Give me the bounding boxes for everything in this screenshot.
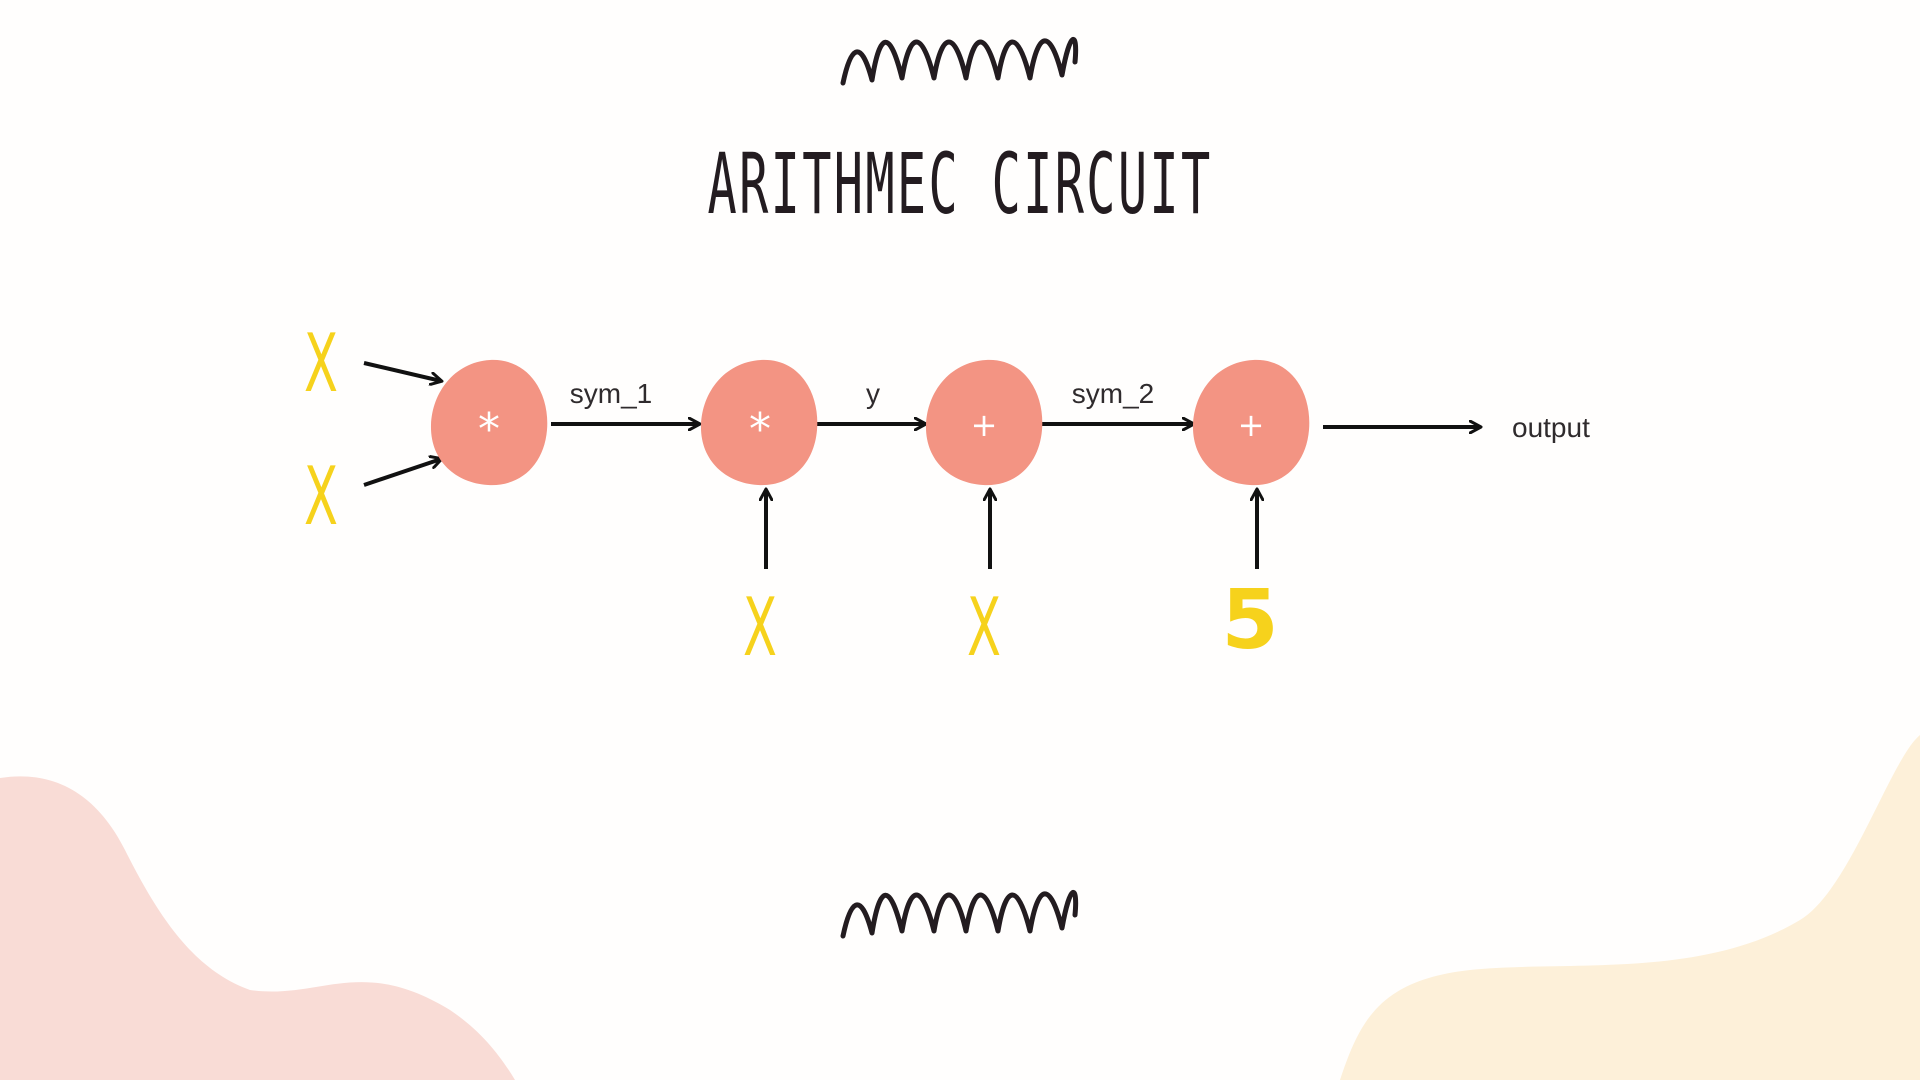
gate-4-shape <box>1192 359 1310 486</box>
input-x-3: X <box>743 581 777 674</box>
edge-label-sym-1: sym_1 <box>570 378 652 409</box>
top-squiggle-decoration <box>840 37 1079 86</box>
bottom-squiggle-decoration <box>840 890 1079 939</box>
output-label: output <box>1512 412 1590 443</box>
gate-1-shape <box>430 359 548 486</box>
page-title: ARITHMEC CIRCUIT <box>708 135 1213 233</box>
gate-2-shape <box>700 359 818 486</box>
gate-3-shape <box>925 359 1043 486</box>
input-x-1: X <box>304 317 338 410</box>
cream-blob-decoration <box>1340 735 1920 1080</box>
input-five: 5 <box>1221 573 1278 668</box>
edge-label-sym-2: sym_2 <box>1072 378 1154 409</box>
input-arrow-2 <box>363 459 441 487</box>
gate-4-op: + <box>1238 406 1265 444</box>
edge-label-y: y <box>866 378 880 409</box>
gate-2-op: * <box>749 404 771 455</box>
gate-4: + <box>1192 359 1310 486</box>
gate-3-op: + <box>971 406 998 444</box>
input-x-2: X <box>304 450 338 543</box>
gate-2: * <box>700 359 818 486</box>
gate-1: * <box>430 359 548 486</box>
gate-3: + <box>925 359 1043 486</box>
pink-blob-decoration <box>0 776 515 1080</box>
input-x-4: X <box>967 581 1001 674</box>
gate-1-op: * <box>478 404 500 455</box>
input-arrow-1 <box>363 361 441 381</box>
